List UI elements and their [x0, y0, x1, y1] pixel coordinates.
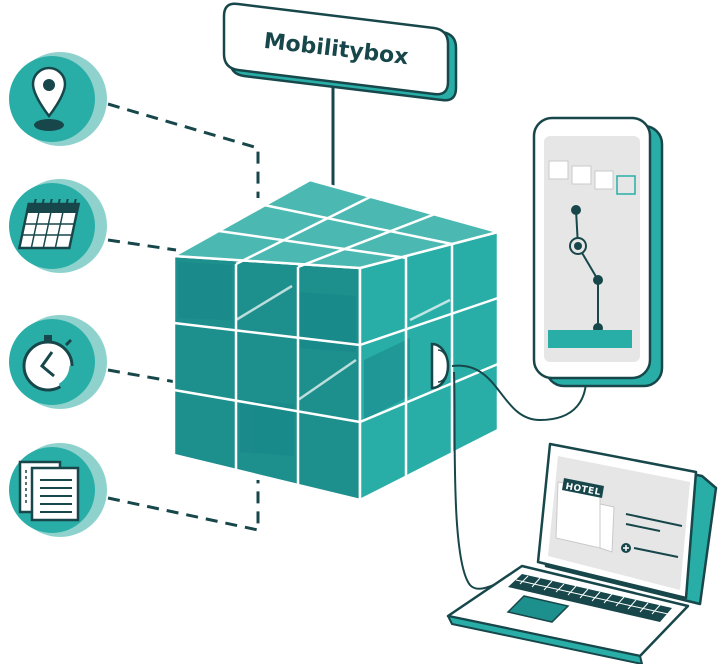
phone-tiles — [548, 160, 636, 195]
touchpad — [506, 595, 570, 623]
left-icons — [9, 52, 107, 537]
mobilitybox-sign: Mobilitybox — [222, 2, 458, 245]
calendar-icon — [9, 179, 107, 273]
smartphone — [532, 116, 664, 388]
keyboard — [508, 574, 672, 622]
laptop: HOTEL — [446, 442, 718, 664]
cube-connector — [430, 342, 450, 390]
location-pin-icon — [9, 52, 107, 146]
cube — [172, 178, 500, 502]
route-line — [569, 205, 603, 333]
phone-button — [548, 330, 632, 348]
clock-icon — [9, 315, 107, 409]
dashed-connectors — [107, 102, 260, 532]
ticket-icon — [9, 443, 107, 537]
